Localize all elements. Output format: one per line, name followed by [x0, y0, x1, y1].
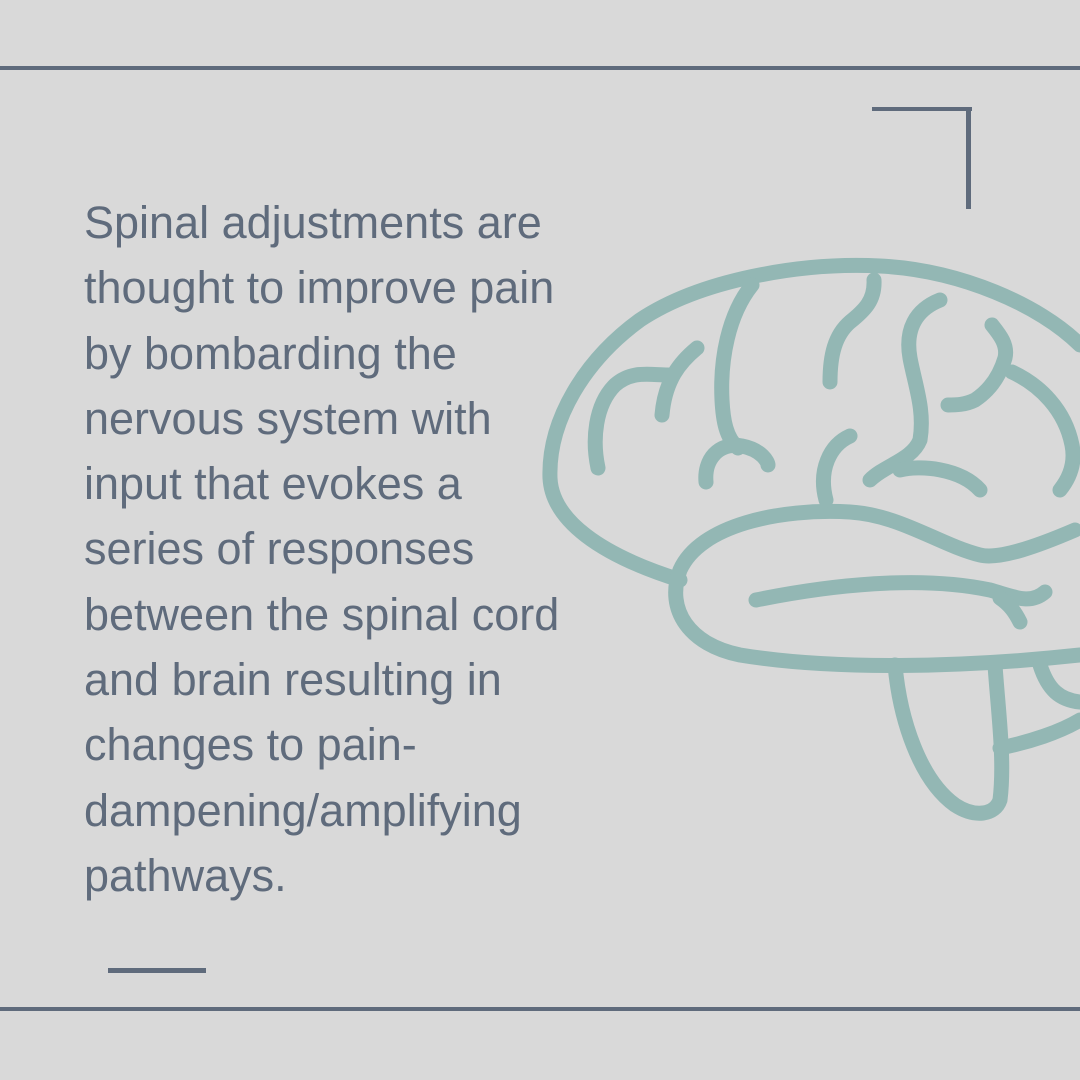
body-text-line: by bombarding the — [84, 327, 457, 379]
body-text-line: Spinal adjustments are — [84, 197, 542, 248]
top-rule — [0, 66, 1080, 70]
body-text-line: between the spinal cord — [84, 588, 560, 640]
bottom-rule — [0, 1007, 1080, 1011]
body-text-line: nervous system with — [84, 392, 492, 444]
body-text-line: dampening/amplifying — [84, 784, 522, 836]
body-text-line: and brain resulting in — [84, 654, 502, 706]
body-text-line: input that evokes a — [84, 458, 462, 510]
brain-icon — [542, 258, 1080, 821]
bottom-dash — [108, 968, 206, 973]
body-text-line: changes to pain- — [84, 719, 417, 771]
body-text-line: series of responses — [84, 523, 475, 575]
corner-bracket-vertical — [966, 107, 971, 209]
body-text-line: pathways. — [84, 849, 287, 901]
corner-bracket-horizontal — [872, 107, 972, 111]
body-text: Spinal adjustments are thought to improv… — [84, 190, 604, 908]
body-text-line: thought to improve pain — [84, 262, 555, 314]
